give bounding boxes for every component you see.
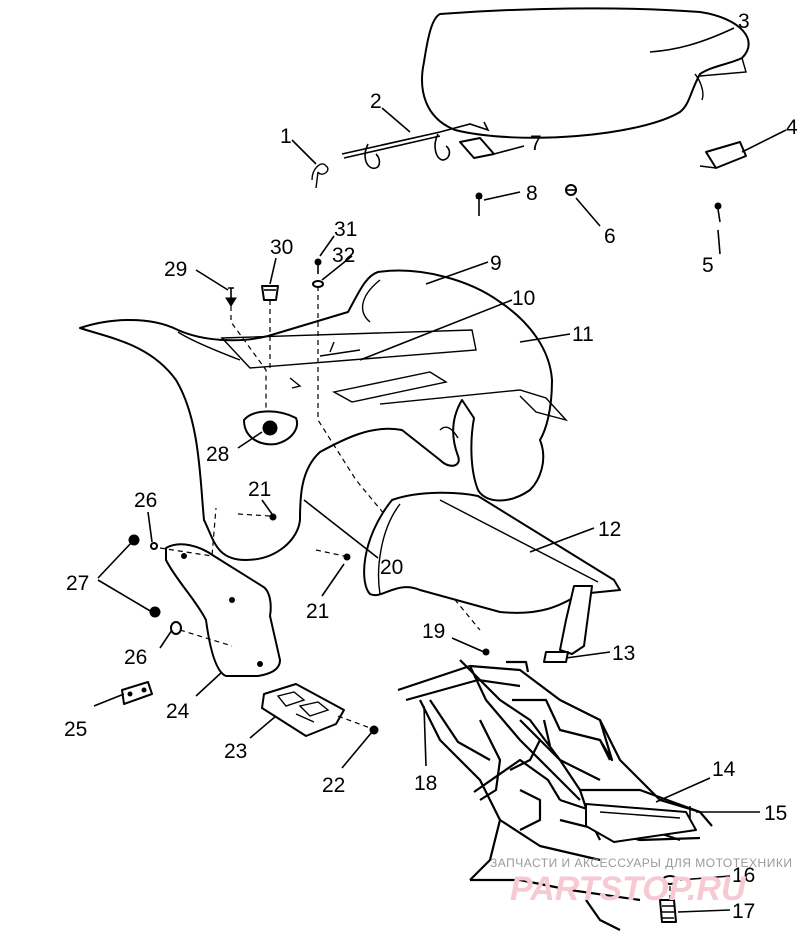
fender-screw-21b (343, 553, 351, 561)
callout-18: 18 (414, 772, 437, 795)
seat-nut (565, 184, 577, 196)
flap-nut-27b (149, 606, 161, 618)
callout-9: 9 (490, 252, 502, 275)
callout-8: 8 (526, 182, 538, 205)
latch-bolt (475, 192, 483, 216)
callout-4: 4 (786, 116, 798, 139)
callout-5: 5 (702, 254, 714, 277)
latch-plate (459, 137, 495, 159)
callout-3: 3 (738, 10, 750, 33)
callout-17: 17 (732, 900, 755, 923)
callout-16: 16 (732, 864, 755, 887)
callout-6: 6 (604, 225, 616, 248)
seat-latch-rod (341, 121, 490, 170)
callout-2: 2 (370, 90, 382, 113)
callout-22: 22 (322, 774, 345, 797)
callout-21-upper: 21 (248, 478, 271, 501)
callout-24: 24 (166, 700, 190, 723)
callout-26-upper: 26 (134, 489, 157, 512)
flap-washer-26a (150, 542, 158, 550)
watermark: ЗАПЧАСТИ И АКСЕССУАРЫ ДЛЯ МОТОТЕХНИКИ PA… (490, 856, 792, 908)
fender-screw-21a (269, 513, 277, 521)
callout-labels: 1 2 3 4 5 6 7 8 9 10 11 12 13 14 15 16 1… (64, 10, 798, 923)
callout-13: 13 (612, 642, 635, 665)
callout-1: 1 (280, 125, 292, 148)
washer-16 (662, 875, 678, 885)
watermark-brand: PARTSTOP.RU (510, 870, 747, 908)
seat-hook-screw (714, 202, 722, 223)
callout-28: 28 (206, 443, 229, 466)
callout-15: 15 (764, 802, 787, 825)
flap-washer-26b (170, 621, 182, 635)
frame-assembly (397, 659, 713, 931)
callout-26-lower: 26 (124, 646, 147, 669)
footrest-part (261, 683, 345, 737)
leader-lines (93, 27, 787, 913)
callout-27: 27 (66, 572, 89, 595)
callout-32: 32 (332, 244, 355, 267)
callout-23: 23 (224, 740, 247, 763)
fender-screw-29 (225, 287, 237, 307)
splash-bracket-12 (559, 585, 593, 655)
callout-21-lower: 21 (306, 600, 329, 623)
callout-31: 31 (334, 218, 357, 241)
mud-flap-plate (121, 681, 153, 705)
callout-20: 20 (380, 556, 403, 579)
callout-14: 14 (712, 758, 736, 781)
callout-7: 7 (530, 132, 542, 155)
fender-screw-31 (314, 258, 322, 274)
callout-29: 29 (164, 258, 187, 281)
mud-flap-part (165, 543, 281, 677)
callout-11: 11 (572, 323, 594, 346)
frame-plate-14 (585, 803, 697, 843)
watermark-caption: ЗАПЧАСТИ И АКСЕССУАРЫ ДЛЯ МОТОТЕХНИКИ (490, 856, 792, 870)
rear-fender-part (79, 269, 569, 561)
fender-grommet-30 (261, 285, 279, 301)
seat-latch-spring (311, 163, 329, 189)
splash-panel-part (363, 491, 621, 614)
callout-25: 25 (64, 718, 87, 741)
callout-19: 19 (422, 620, 445, 643)
bolt-17 (659, 899, 677, 923)
callout-12: 12 (598, 518, 621, 541)
clip-13 (543, 651, 569, 663)
callout-30: 30 (270, 236, 293, 259)
callout-10: 10 (512, 287, 535, 310)
seat-part (421, 7, 750, 139)
seat-hook-bracket (699, 141, 747, 169)
